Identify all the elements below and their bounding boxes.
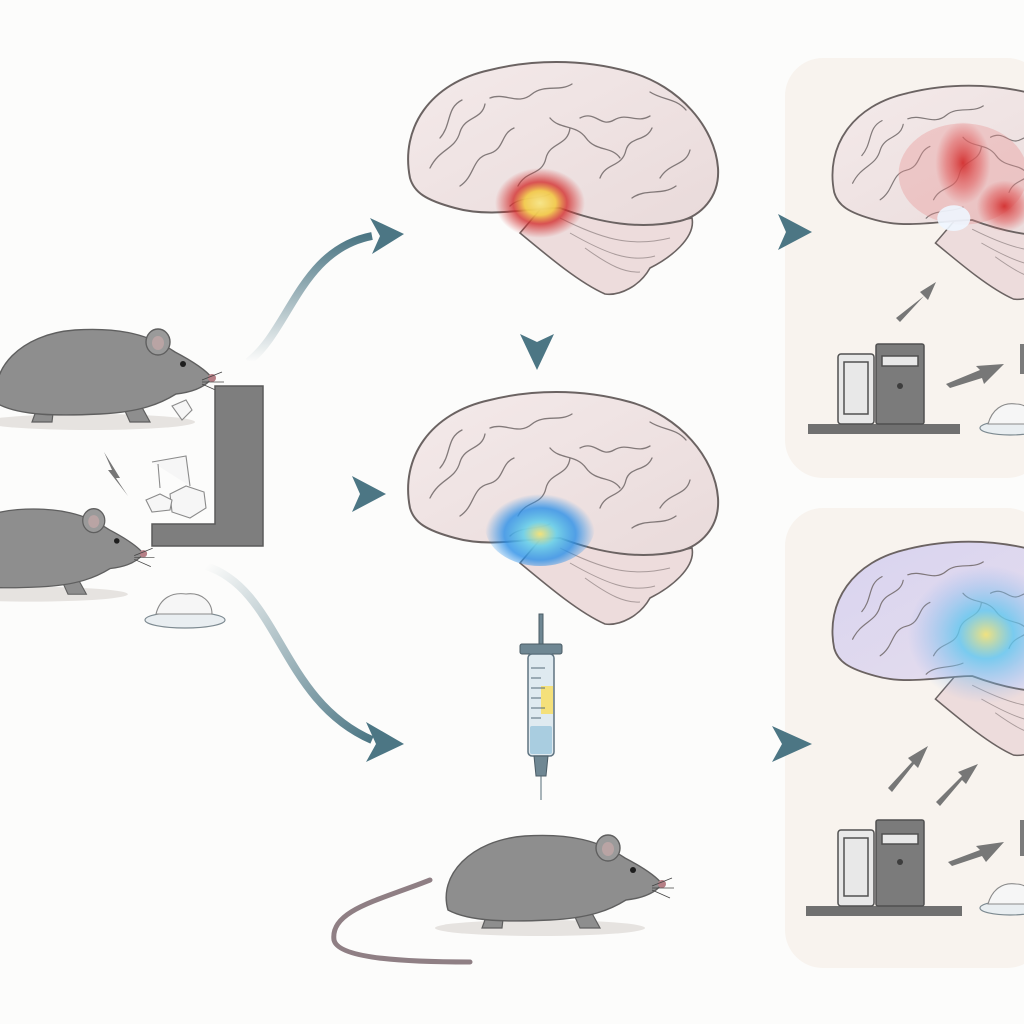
arrow-icon [520,264,554,370]
crystal-icon [145,399,207,519]
food-dish-icon [979,403,1024,436]
small-arrow-icon [888,746,1004,866]
arrow-icon [204,562,404,762]
brain-icon [407,391,720,626]
food-dish-icon [979,883,1024,916]
activation-hotspot-low [907,565,1024,704]
choice-apparatus-icon [151,385,264,547]
lab-device-icon [1020,344,1024,374]
food-dish-icon [144,593,226,629]
activation-hotspot-high [495,168,585,238]
activation-hotspot-low [485,486,595,566]
syringe-icon [519,613,563,800]
activation-hotspot-high [935,121,991,205]
lab-device-icon [806,819,962,916]
arrow-icon [722,214,812,250]
lab-device-icon [808,343,960,434]
small-arrow-icon [104,452,128,496]
activation-hotspot-high [976,180,1024,232]
lab-device-icon [1020,820,1024,856]
brain-icon [407,61,720,296]
arrow-icon [296,476,386,512]
brain-icon [831,540,1024,757]
small-arrow-icon [896,282,1004,388]
rat-icon [0,508,156,603]
arrow-icon [245,218,404,366]
arrow-icon [612,726,812,762]
brain-icon [831,84,1024,301]
rat-icon [331,834,675,965]
rat-icon [0,328,225,431]
